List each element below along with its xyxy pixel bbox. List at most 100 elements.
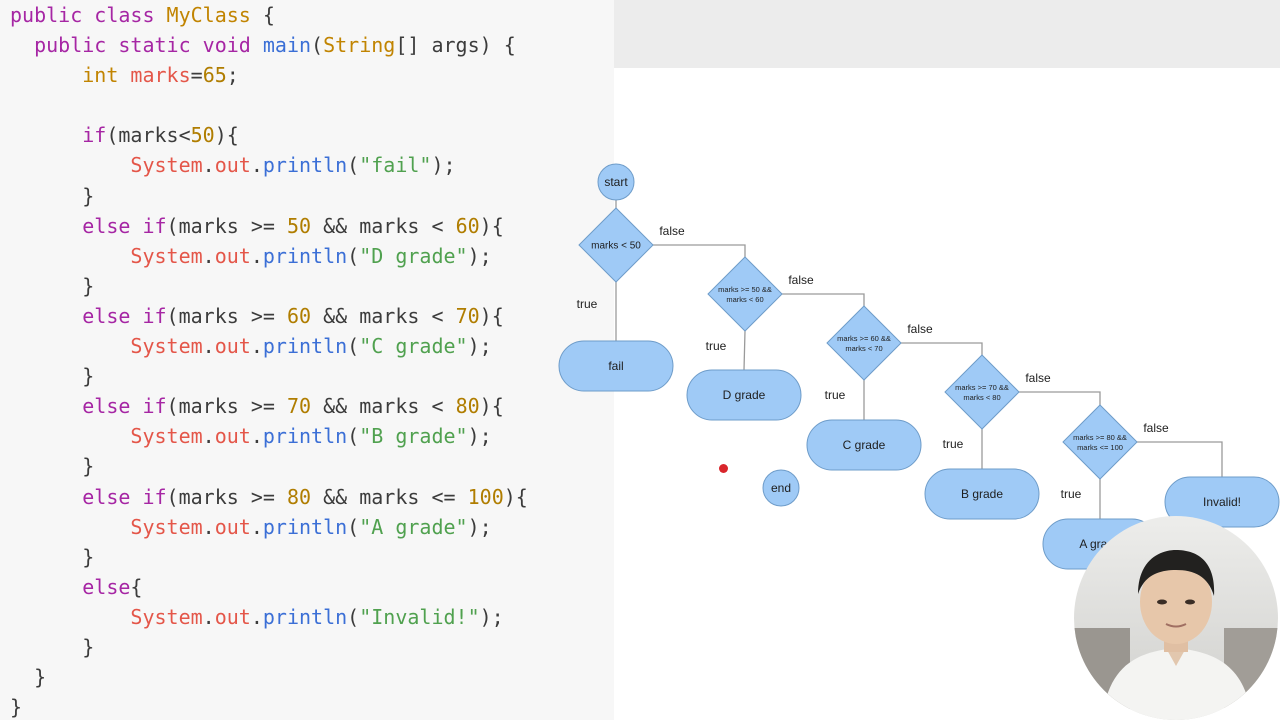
code-token: out <box>214 604 251 629</box>
decision-label: marks <= 100 <box>1077 443 1123 452</box>
code-token: ( <box>347 153 360 178</box>
code-line: } <box>10 692 528 722</box>
decision-node <box>1062 404 1138 480</box>
decision-label: marks >= 70 && <box>955 383 1009 392</box>
output-label: D grade <box>723 388 766 402</box>
code-token: ); <box>467 334 492 359</box>
code-token: System <box>10 334 203 359</box>
code-token: && marks < <box>311 394 456 419</box>
code-token: (marks >= <box>166 394 287 419</box>
code-token: ( <box>347 243 360 268</box>
decision-node <box>826 305 902 381</box>
code-token: println <box>262 334 348 359</box>
code-token: out <box>214 153 251 178</box>
code-token: ; <box>226 63 239 88</box>
code-token: 65 <box>202 63 227 88</box>
false-label: false <box>1143 421 1169 435</box>
presenter-webcam <box>1074 516 1278 720</box>
code-token: "C grade" <box>359 334 468 359</box>
code-token: println <box>262 243 348 268</box>
code-token: 60 <box>455 213 480 238</box>
code-token: } <box>10 544 95 569</box>
code-line: } <box>10 451 528 481</box>
code-token: (marks< <box>106 123 191 148</box>
end-node <box>762 469 800 507</box>
pointer-dot <box>719 464 728 473</box>
code-line: System.out.println("fail"); <box>10 150 528 180</box>
false-label: false <box>907 322 933 336</box>
true-label: true <box>825 388 846 402</box>
code-token: ){ <box>479 303 504 328</box>
code-token: else if <box>10 484 167 509</box>
code-line: else{ <box>10 572 528 602</box>
decision-label: marks < 70 <box>845 344 882 353</box>
output-node <box>924 468 1040 520</box>
code-token: "fail" <box>359 153 432 178</box>
code-token: . <box>202 604 215 629</box>
code-line: public class MyClass { <box>10 0 528 30</box>
code-token: public static <box>10 33 203 58</box>
code-token: ( <box>311 33 324 58</box>
decision-label: marks >= 60 && <box>837 334 891 343</box>
code-token: ); <box>467 514 492 539</box>
code-token: ); <box>479 604 504 629</box>
code-token: out <box>214 424 251 449</box>
connector-false <box>1137 441 1223 477</box>
code-token: main <box>262 33 312 58</box>
code-token: { <box>250 3 275 27</box>
code-token: MyClass <box>166 3 251 27</box>
code-token: ); <box>431 153 456 178</box>
code-token: out <box>214 514 251 539</box>
code-token: . <box>202 514 215 539</box>
code-token: else if <box>10 394 167 419</box>
code-token: ); <box>467 243 492 268</box>
code-line: System.out.println("B grade"); <box>10 421 528 451</box>
connector-true <box>743 330 746 371</box>
code-token: ( <box>347 604 360 629</box>
code-line: System.out.println("Invalid!"); <box>10 602 528 632</box>
code-token: . <box>250 334 263 359</box>
decision-label: marks < 50 <box>591 241 641 252</box>
code-line: if(marks<50){ <box>10 120 528 150</box>
decision-label: marks < 60 <box>726 295 763 304</box>
end-label: end <box>771 481 791 495</box>
code-line: else if(marks >= 50 && marks < 60){ <box>10 211 528 241</box>
code-token: println <box>262 424 348 449</box>
slide-header-band <box>614 0 1280 68</box>
decision-node <box>578 207 654 283</box>
true-label: true <box>577 297 598 311</box>
code-token: (marks >= <box>166 484 287 509</box>
code-token: 70 <box>286 394 312 419</box>
code-token: ){ <box>479 394 504 419</box>
code-token: 80 <box>286 484 312 509</box>
true-label: true <box>1061 487 1082 501</box>
code-line: System.out.println("A grade"); <box>10 512 528 542</box>
code-token: } <box>10 634 95 659</box>
code-token: } <box>10 273 95 298</box>
decision-label: marks >= 50 && <box>718 285 772 294</box>
decision-node <box>944 354 1020 430</box>
code-token: . <box>202 153 215 178</box>
code-token: . <box>202 424 215 449</box>
code-token: "D grade" <box>359 243 468 268</box>
code-token: } <box>10 665 47 690</box>
code-token: 80 <box>455 394 480 419</box>
code-token: 70 <box>455 303 480 328</box>
code-line: } <box>10 181 528 211</box>
connector-false <box>782 293 865 306</box>
code-token: else <box>10 574 131 599</box>
false-label: false <box>1025 371 1051 385</box>
code-token: println <box>262 514 348 539</box>
output-node <box>686 369 802 421</box>
code-token: . <box>250 514 263 539</box>
code-token: out <box>214 243 251 268</box>
decision-node <box>707 256 783 332</box>
code-line: } <box>10 662 528 692</box>
presenter-image <box>1074 516 1278 720</box>
code-token: System <box>10 243 203 268</box>
code-line: else if(marks >= 60 && marks < 70){ <box>10 301 528 331</box>
code-token: 100 <box>467 484 504 509</box>
code-token: String <box>323 33 396 58</box>
code-editor: public class MyClass { public static voi… <box>0 0 614 720</box>
code-token: else if <box>10 303 167 328</box>
